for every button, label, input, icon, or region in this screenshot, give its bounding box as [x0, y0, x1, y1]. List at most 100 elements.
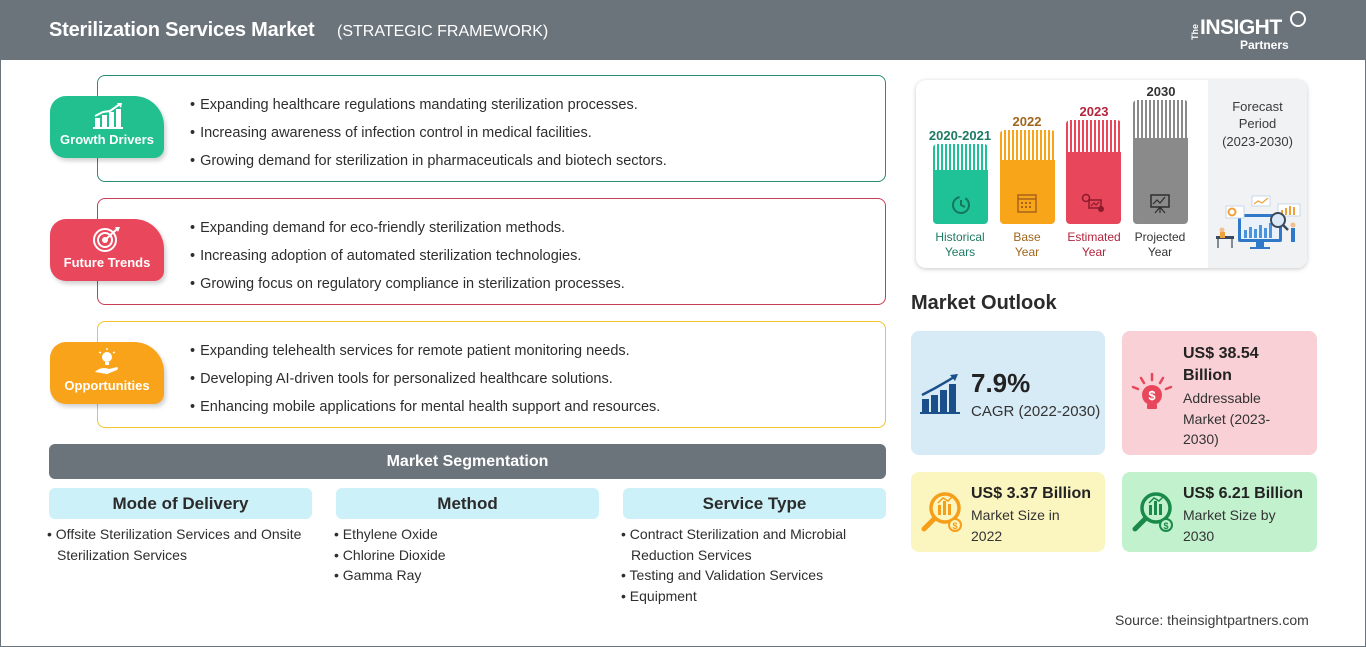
- segment-list-service-type: Contract Sterilization and Microbial Red…: [621, 524, 871, 606]
- market-size-2030-card: $ US$ 6.21 Billion Market Size by 2030: [1122, 472, 1317, 552]
- list-item: Expanding healthcare regulations mandati…: [190, 95, 667, 123]
- list-item: Equipment: [621, 586, 871, 607]
- opportunities-badge: Opportunities: [50, 342, 164, 404]
- history-clock-icon: [952, 196, 970, 214]
- timeline-year-historical: 2020-2021: [928, 128, 992, 143]
- timeline-year-estimated: 2023: [1079, 104, 1109, 119]
- segment-list-mode-of-delivery: Offsite Sterilization Services and Onsit…: [47, 524, 317, 565]
- segment-heading-mode-of-delivery: Mode of Delivery: [49, 488, 312, 519]
- market-size-2030-value: US$ 6.21 Billion: [1183, 485, 1304, 502]
- growth-drivers-label: Growth Drivers: [60, 132, 154, 147]
- label-line: Addressable: [1183, 390, 1261, 406]
- source-credit: Source: theinsightpartners.com: [1115, 612, 1309, 628]
- forecast-period-panel: Forecast Period (2023-2030): [1208, 80, 1307, 268]
- segment-heading-method: Method: [336, 488, 599, 519]
- segment-list-method: Ethylene Oxide Chlorine Dioxide Gamma Ra…: [334, 524, 594, 586]
- list-item: Gamma Ray: [334, 565, 594, 586]
- list-item: Enhancing mobile applications for mental…: [190, 397, 660, 425]
- timeline-year-projected: 2030: [1146, 84, 1176, 99]
- list-item: Testing and Validation Services: [621, 565, 871, 586]
- estimate-screen-icon: [1081, 193, 1104, 212]
- growth-drivers-badge: Growth Drivers: [50, 96, 164, 158]
- segment-heading-service-type: Service Type: [623, 488, 886, 519]
- dollar-lightbulb-icon: $: [1131, 372, 1173, 409]
- market-outlook-title: Market Outlook: [911, 292, 1057, 314]
- label-line: Year: [1081, 245, 1107, 259]
- market-size-2030-label: Market Size by 2030: [1183, 505, 1276, 546]
- market-size-2022-value: US$ 3.37 Billion: [971, 485, 1092, 502]
- presentation-board-icon: [1150, 194, 1170, 214]
- logo-ring-icon: [1290, 11, 1306, 27]
- addressable-market-card: $ US$ 38.54 Billion Addressable Market (…: [1122, 331, 1317, 455]
- list-item: Expanding demand for eco-friendly steril…: [190, 218, 625, 246]
- label-line: 2022: [971, 527, 1003, 544]
- label-line: 2030: [1183, 527, 1215, 544]
- opportunities-box: Expanding telehealth services for remote…: [97, 321, 886, 428]
- logo-the: The: [1190, 23, 1200, 40]
- svg-text:$: $: [952, 521, 957, 531]
- market-size-2022-label: Market Size in 2022: [971, 505, 1060, 546]
- market-segmentation-bar: Market Segmentation: [49, 444, 886, 479]
- magnifier-chart-icon: $: [1132, 492, 1173, 532]
- future-trends-badge: Future Trends: [50, 219, 164, 281]
- list-item: Offsite Sterilization Services and Onsit…: [47, 524, 317, 565]
- magnifier-chart-icon: $: [921, 492, 962, 532]
- future-trends-list: Expanding demand for eco-friendly steril…: [190, 218, 625, 302]
- target-icon: [93, 227, 120, 252]
- label-line: Year: [1147, 245, 1173, 259]
- addressable-market-value: US$ 38.54 Billion: [1183, 343, 1259, 387]
- list-item: Developing AI-driven tools for personali…: [190, 369, 660, 397]
- market-size-2022-card: $ US$ 3.37 Billion Market Size in 2022: [911, 472, 1105, 552]
- list-item: Chlorine Dioxide: [334, 545, 594, 566]
- page-title: Sterilization Services Market: [49, 19, 315, 41]
- growth-drivers-list: Expanding healthcare regulations mandati…: [190, 95, 667, 179]
- timeline-year-base: 2022: [1012, 114, 1042, 129]
- forecast-range: (2023-2030): [1222, 134, 1293, 149]
- forecast-line: Forecast: [1232, 99, 1283, 114]
- timeline-bar-base: [1000, 130, 1055, 224]
- growth-bar-chart-icon: [920, 374, 960, 414]
- future-trends-box: Expanding demand for eco-friendly steril…: [97, 198, 886, 305]
- label-line: Estimated: [1067, 230, 1121, 244]
- label-line: Market (2023-: [1183, 410, 1271, 427]
- label-line: Base: [1013, 230, 1041, 244]
- timeline-bar-estimated: [1066, 120, 1121, 224]
- value-line: US$ 38.54: [1183, 345, 1259, 362]
- addressable-market-label: Addressable Market (2023- 2030): [1183, 388, 1270, 450]
- label-line: Year: [1014, 245, 1040, 259]
- timeline-bar-projected: [1133, 100, 1188, 224]
- future-trends-label: Future Trends: [63, 255, 151, 270]
- list-item: Contract Sterilization and Microbial Red…: [621, 524, 871, 565]
- list-item: Increasing awareness of infection contro…: [190, 123, 667, 151]
- insight-partners-logo: The INSIGHT Partners: [1190, 10, 1310, 54]
- list-item: Ethylene Oxide: [334, 524, 594, 545]
- label-line: Projected: [1134, 230, 1186, 244]
- svg-text:$: $: [1163, 521, 1168, 531]
- cagr-value: 7.9%: [971, 368, 1031, 398]
- lightbulb-hand-icon: [95, 348, 118, 374]
- logo-insight: INSIGHT: [1200, 16, 1282, 39]
- opportunities-list: Expanding telehealth services for remote…: [190, 341, 660, 425]
- list-item: Increasing adoption of automated sterili…: [190, 246, 625, 274]
- cagr-card: 7.9% CAGR (2022-2030): [911, 331, 1105, 455]
- label-line: Market Size in: [971, 507, 1060, 523]
- forecast-period-text: Forecast Period (2023-2030): [1208, 99, 1307, 151]
- list-item: Growing focus on regulatory compliance i…: [190, 274, 625, 302]
- growth-chart-icon: [93, 103, 123, 129]
- growth-drivers-box: Expanding healthcare regulations mandati…: [97, 75, 886, 182]
- label-line: Historical: [935, 230, 985, 244]
- list-item: Growing demand for sterilization in phar…: [190, 151, 667, 179]
- list-item: Expanding telehealth services for remote…: [190, 341, 660, 369]
- cagr-label: CAGR (2022-2030): [971, 403, 1101, 420]
- header-bar: Sterilization Services Market (STRATEGIC…: [0, 0, 1366, 60]
- forecast-line: Period: [1238, 115, 1277, 131]
- analytics-illustration-icon: [1216, 195, 1301, 249]
- timeline-bar-historical: [933, 144, 988, 224]
- label-line: Years: [944, 245, 976, 259]
- logo-partners: Partners: [1240, 38, 1289, 52]
